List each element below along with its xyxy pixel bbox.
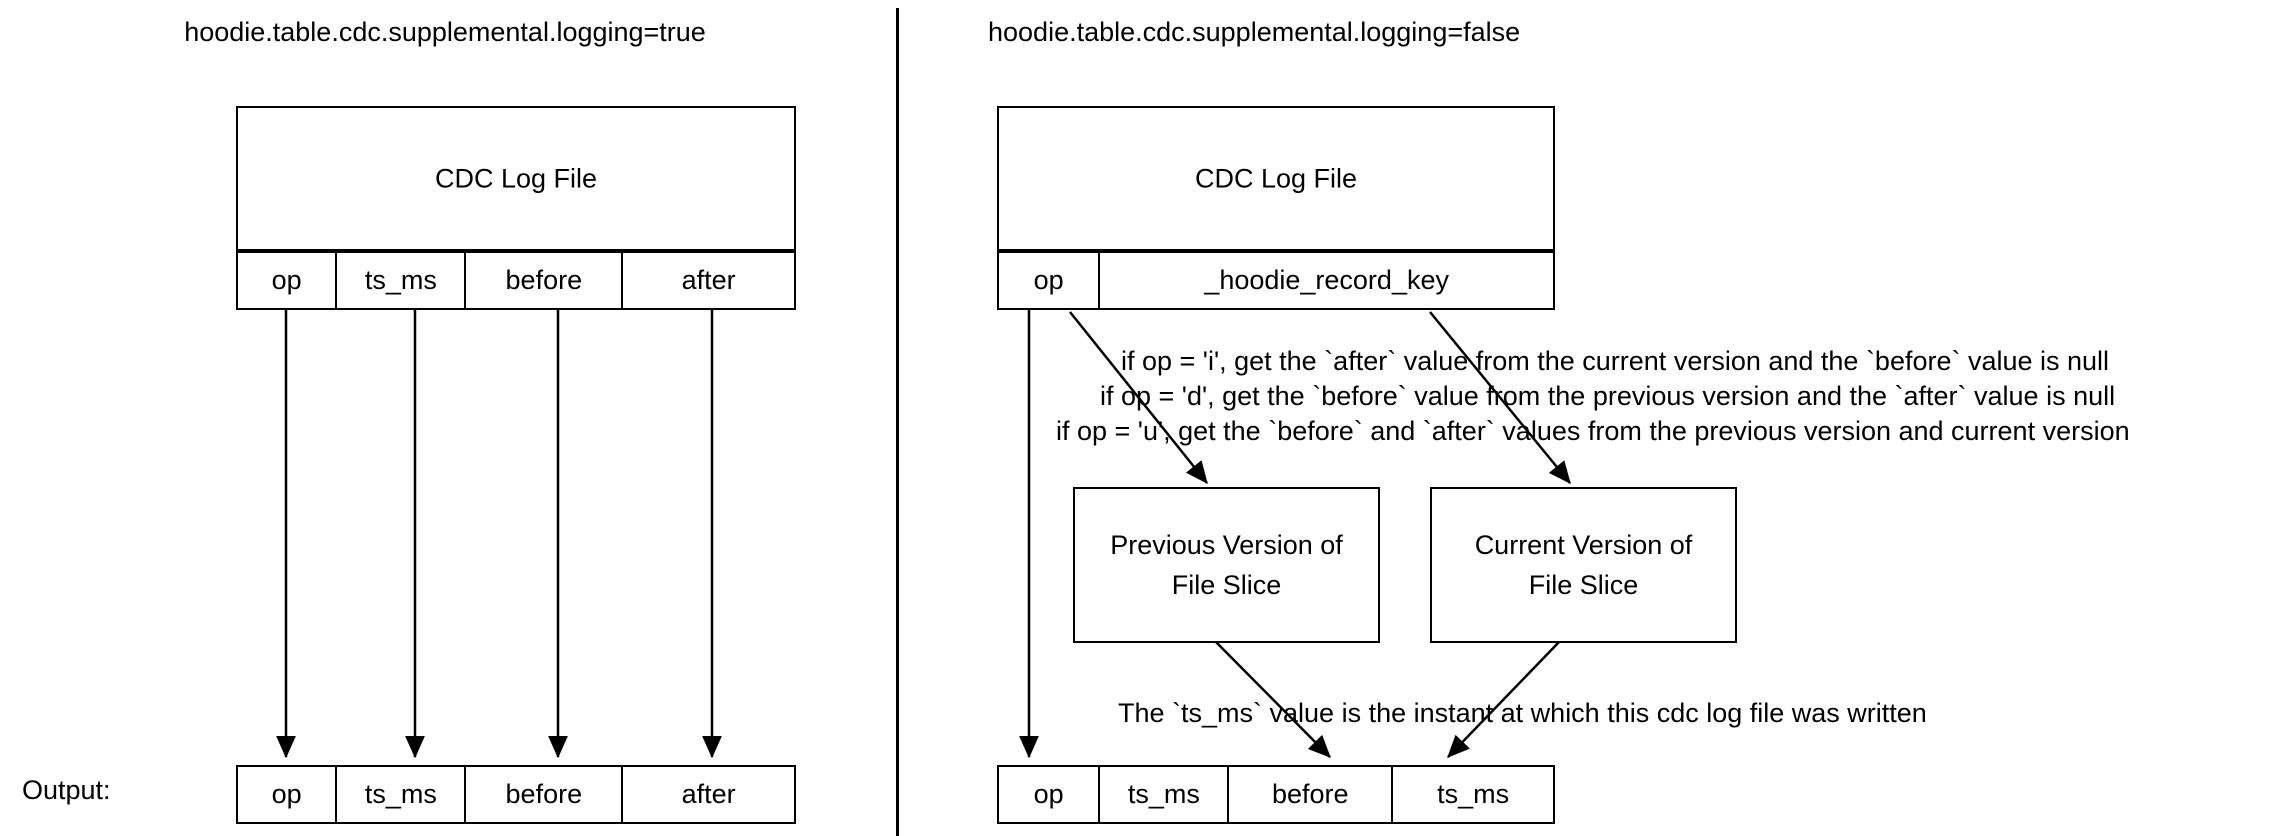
current-version-line-2: File Slice	[1528, 570, 1639, 600]
left-column-after: after	[681, 265, 736, 295]
current-version-file-slice-box: Current Version of File Slice	[1430, 487, 1737, 643]
output-label: Output:	[22, 775, 111, 805]
right-output-row: op ts_ms before ts_ms	[997, 765, 1555, 824]
right-cdc-log-file-box: CDC Log File	[997, 106, 1555, 251]
current-version-line-1: Current Version of	[1474, 529, 1693, 560]
right-panel-title: hoodie.table.cdc.supplemental.logging=fa…	[988, 17, 1521, 47]
left-output-after: after	[681, 779, 736, 809]
left-cdc-column-header-row: op ts_ms before after	[236, 251, 796, 310]
rule-op-insert: if op = 'i', get the `after` value from …	[1121, 346, 2110, 376]
left-output-row: op ts_ms before after	[236, 765, 796, 824]
right-output-op: op	[999, 767, 1101, 822]
previous-version-file-slice-box: Previous Version of File Slice	[1073, 487, 1380, 643]
left-column-ts-ms: ts_ms	[337, 253, 467, 308]
previous-version-line-2: File Slice	[1171, 570, 1282, 600]
previous-version-line-1: Previous Version of	[1110, 529, 1343, 560]
ts-ms-note: The `ts_ms` value is the instant at whic…	[1118, 698, 1927, 728]
right-column-op: op	[999, 253, 1101, 308]
right-output-before: before	[1229, 767, 1394, 822]
current-version-label: Current Version of File Slice	[1432, 489, 1735, 641]
right-column-hoodie-record-key: _hoodie_record_key	[1204, 265, 1449, 295]
left-output-before: before	[466, 767, 624, 822]
left-panel-title: hoodie.table.cdc.supplemental.logging=tr…	[184, 17, 706, 47]
left-column-before: before	[466, 253, 624, 308]
right-output-ts-ms-1: ts_ms	[1100, 767, 1230, 822]
left-output-ts-ms: ts_ms	[337, 767, 467, 822]
rule-op-update: if op = 'u', get the `before` and `after…	[1056, 416, 2130, 446]
left-output-op: op	[238, 767, 338, 822]
right-cdc-column-header-row: op _hoodie_record_key	[997, 251, 1555, 310]
left-cdc-log-file-box: CDC Log File	[236, 106, 796, 251]
rule-op-delete: if op = 'd', get the `before` value from…	[1100, 381, 2116, 411]
left-cdc-log-file-label: CDC Log File	[434, 163, 598, 193]
right-output-ts-ms-2: ts_ms	[1437, 779, 1510, 809]
previous-version-label: Previous Version of File Slice	[1075, 489, 1378, 641]
right-cdc-log-file-label: CDC Log File	[1194, 163, 1358, 193]
left-column-op: op	[238, 253, 338, 308]
panel-divider	[896, 8, 899, 836]
